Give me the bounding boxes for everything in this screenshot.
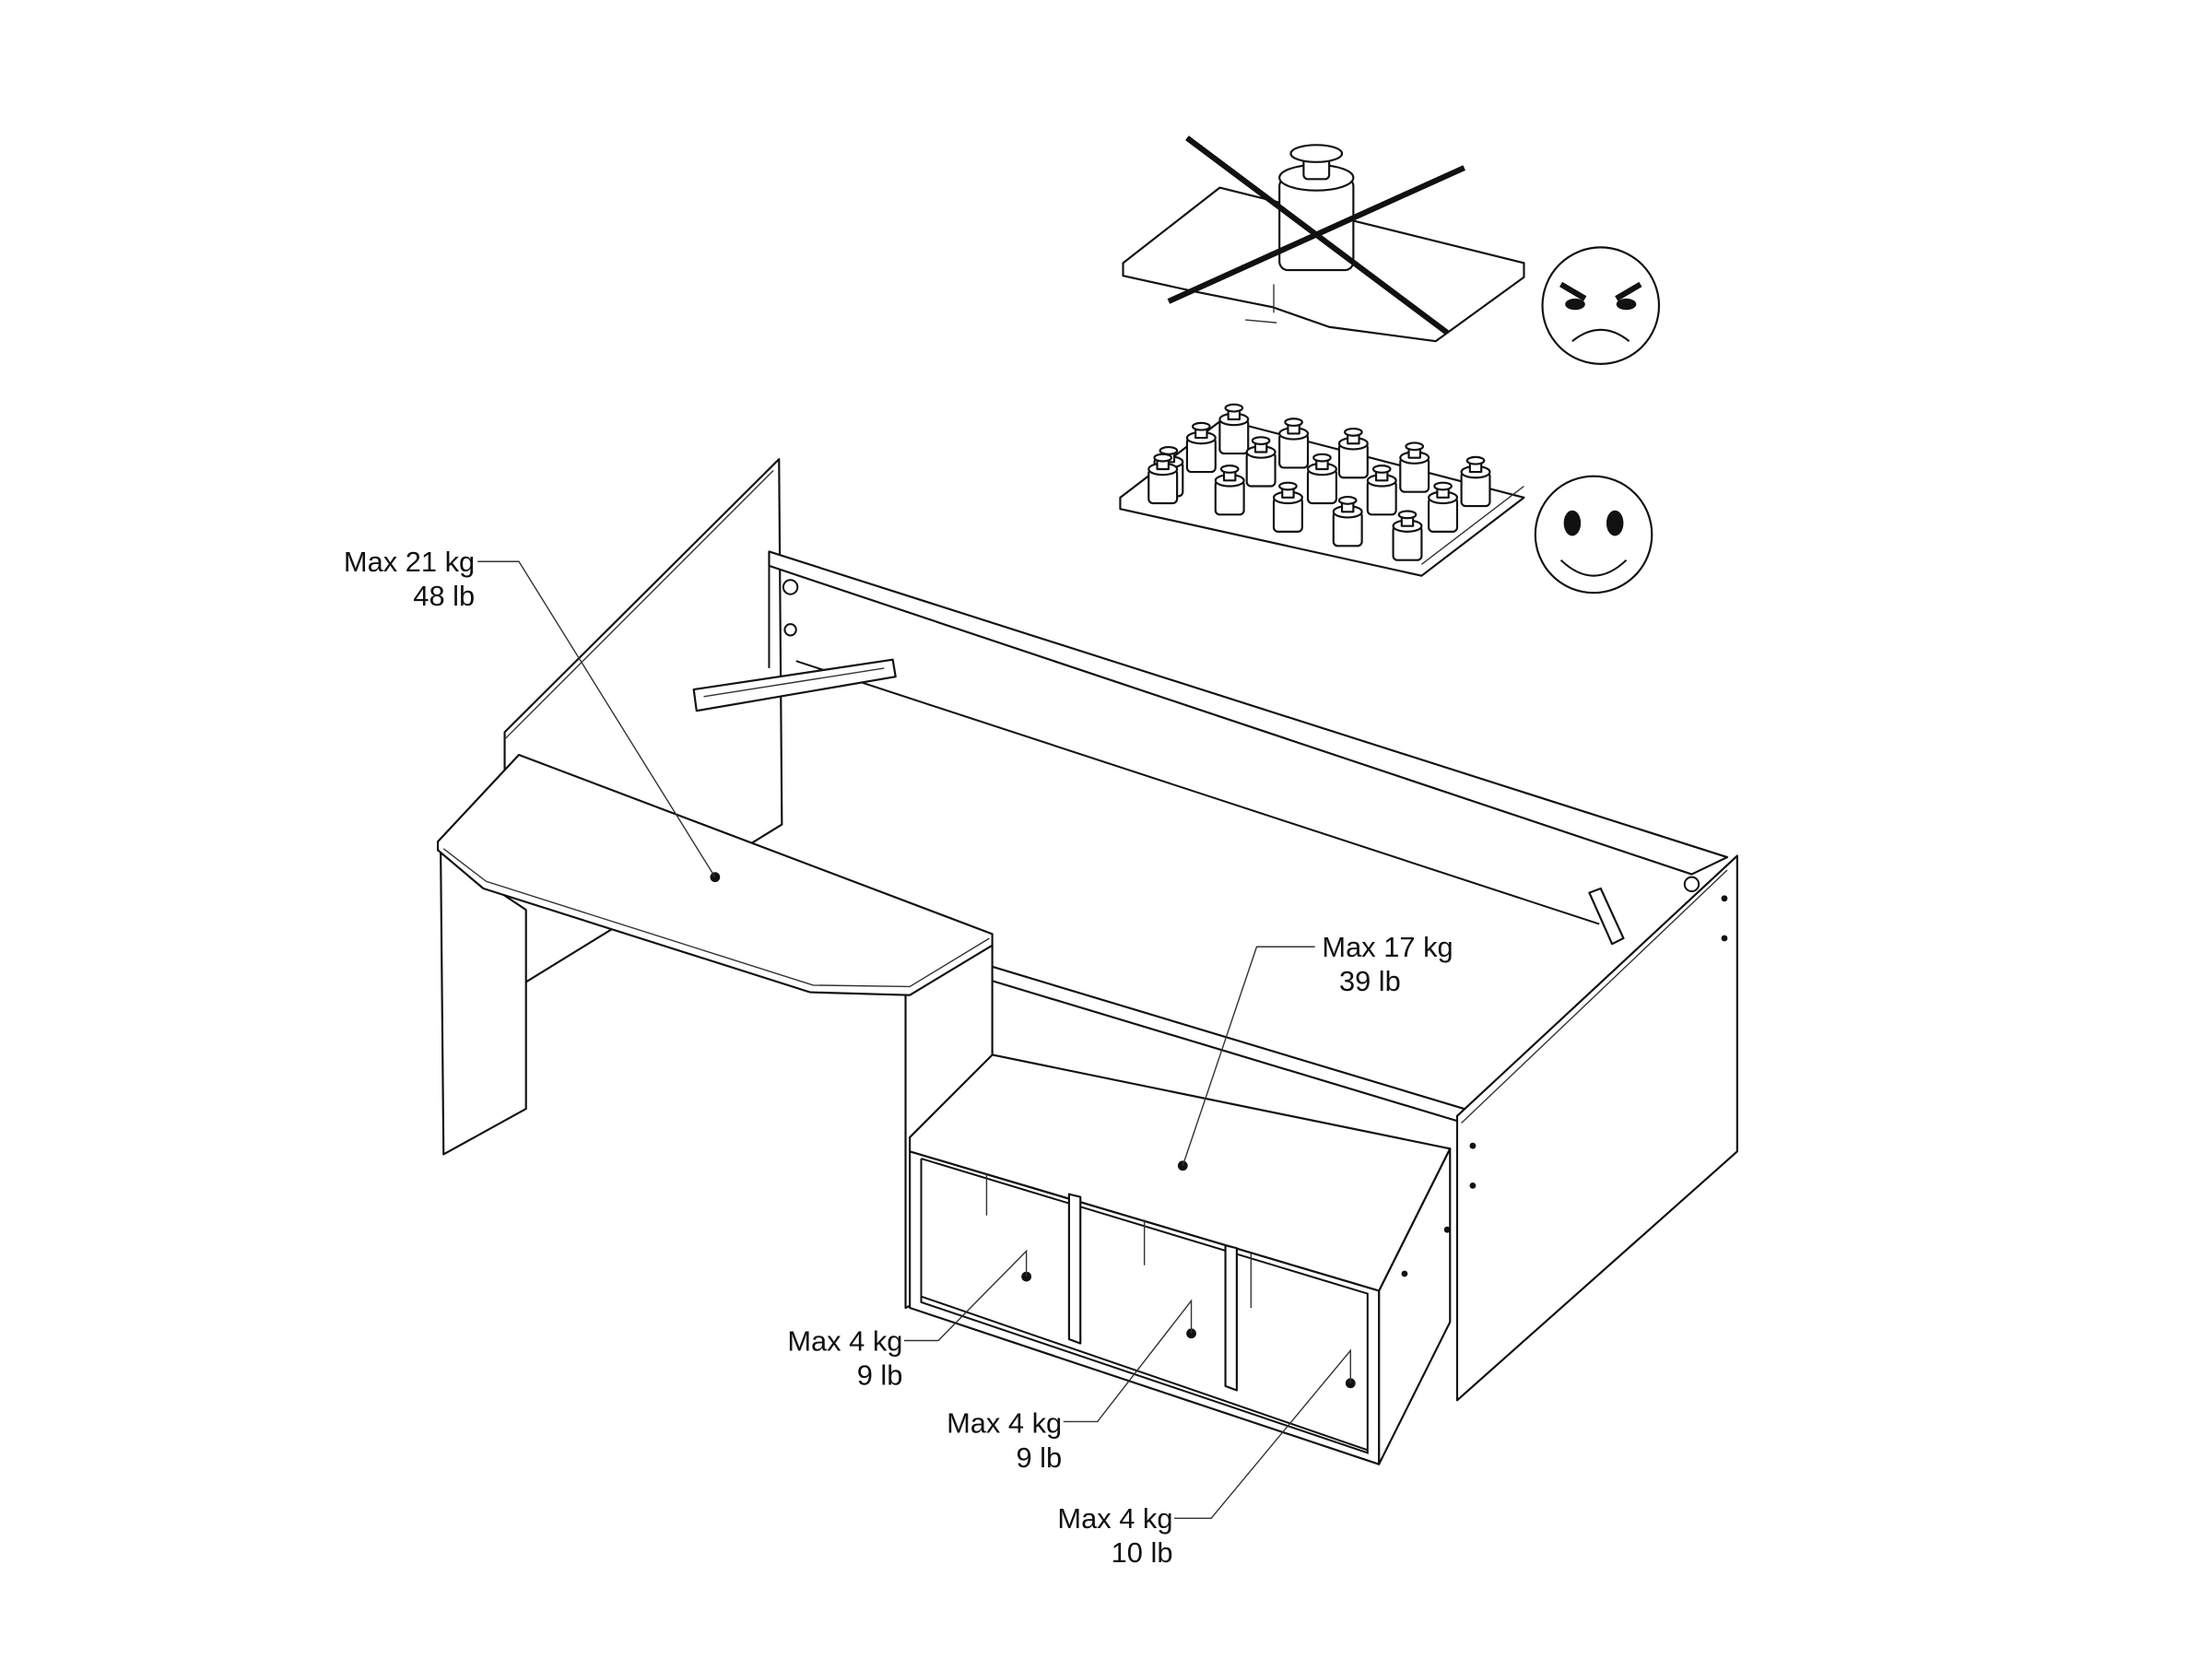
weight-icon xyxy=(1460,455,1491,508)
concentrated-weight-crossed-icon xyxy=(1122,135,1525,343)
weight-icon xyxy=(1272,481,1303,533)
back-rail xyxy=(768,550,1729,925)
angry-face-icon xyxy=(1541,246,1661,365)
footboard-panel xyxy=(1455,854,1738,1402)
weight-icon xyxy=(1218,403,1250,455)
compartment-3-max-lb: 10 lb xyxy=(1112,1536,1173,1569)
bracket-left xyxy=(692,658,897,712)
weight-icon xyxy=(1428,481,1459,533)
compartment-2-max-lb: 9 lb xyxy=(1016,1441,1062,1474)
shelf-unit xyxy=(909,1053,1452,1465)
desk-max-lb: 48 lb xyxy=(413,580,475,612)
weight-icon xyxy=(1245,436,1277,488)
compartment-2-max-kg: Max 4 kg xyxy=(947,1407,1062,1440)
weight-icon xyxy=(1214,465,1245,516)
happy-face-icon xyxy=(1534,475,1653,594)
bracket-right xyxy=(1588,887,1625,946)
weight-icon xyxy=(1147,453,1179,505)
weight-icon xyxy=(1366,465,1397,516)
desk-max-kg: Max 21 kg xyxy=(344,546,475,578)
compartment-1-max-kg: Max 4 kg xyxy=(787,1324,902,1357)
weight-icon xyxy=(1306,453,1337,505)
distributed-weights-icon xyxy=(1119,403,1525,577)
shelf-top-max-lb: 39 lb xyxy=(1339,965,1401,997)
weight-icon xyxy=(1332,495,1363,547)
weight-icon xyxy=(1392,510,1423,561)
weight-icon xyxy=(1399,441,1430,493)
weight-icon xyxy=(1337,427,1369,479)
shelf-top-max-kg: Max 17 kg xyxy=(1322,931,1453,963)
leader-lines xyxy=(477,560,1351,1519)
compartment-1-max-lb: 9 lb xyxy=(857,1359,903,1391)
weight-icon xyxy=(1278,418,1310,469)
compartment-3-max-kg: Max 4 kg xyxy=(1057,1502,1172,1535)
weight-icon xyxy=(1185,421,1217,474)
